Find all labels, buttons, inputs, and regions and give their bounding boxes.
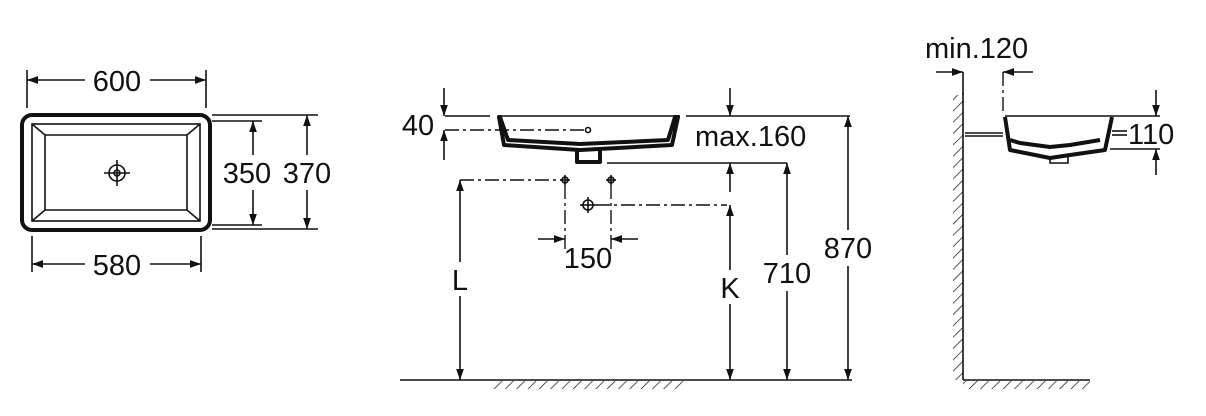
basin-inner-outline <box>31 123 201 222</box>
side-view: min.120 110 <box>925 33 1174 389</box>
dim-40: 40 <box>402 110 434 142</box>
floor-hatch <box>492 381 685 389</box>
dim-600: 600 <box>93 66 141 98</box>
wall-hatch <box>953 95 963 380</box>
basin-outline <box>20 113 212 232</box>
dim-L: L <box>452 265 468 297</box>
tap-hole-marker <box>606 175 616 185</box>
dim-710: 710 <box>763 258 811 290</box>
front-view: 40 max.160 150 L K 710 870 <box>400 88 876 389</box>
dim-110: 110 <box>1128 119 1174 151</box>
basin-section <box>497 115 680 152</box>
basin-side-section <box>1003 116 1114 160</box>
top-view: 600 580 350 370 <box>20 66 331 282</box>
dim-350: 350 <box>223 158 271 190</box>
tap-hole-marker <box>560 175 570 185</box>
dim-min-120: min.120 <box>925 33 1028 65</box>
dim-580: 580 <box>93 250 141 282</box>
dim-870: 870 <box>824 233 872 265</box>
dim-K: K <box>720 273 740 305</box>
dim-370: 370 <box>283 158 331 190</box>
dim-150: 150 <box>564 243 612 275</box>
dim-max-160: max.160 <box>695 121 806 153</box>
drain-target-icon <box>104 160 130 186</box>
drain-marker <box>580 197 596 213</box>
